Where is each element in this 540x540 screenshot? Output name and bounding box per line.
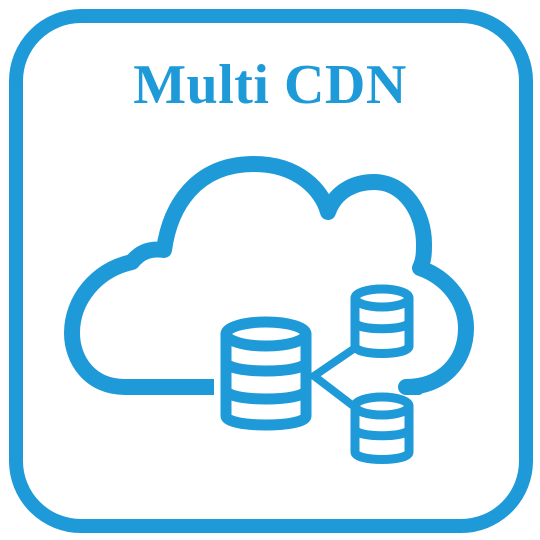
rounded-frame bbox=[9, 9, 533, 533]
database-small-icon bbox=[350, 284, 414, 358]
badge-title: Multi CDN bbox=[133, 54, 407, 116]
cloud-icon bbox=[64, 156, 474, 395]
database-icon bbox=[220, 316, 312, 431]
database-small-icon bbox=[350, 392, 414, 464]
connector-icon bbox=[310, 346, 356, 409]
